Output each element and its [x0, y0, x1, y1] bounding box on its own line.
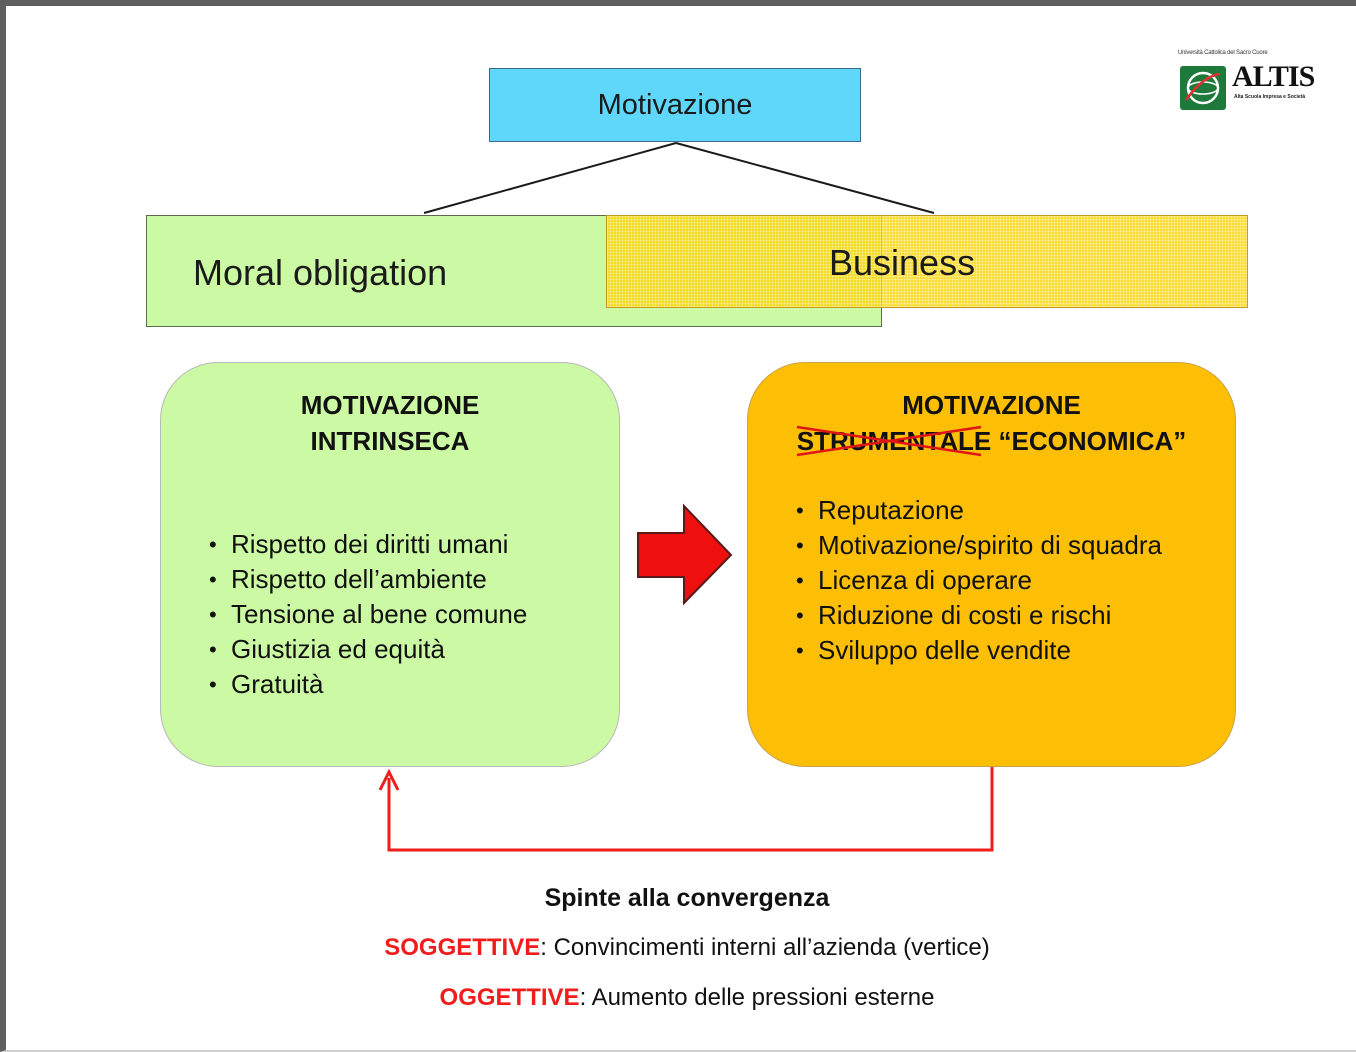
list-item: Licenza di operare — [796, 563, 1162, 598]
intrinsic-card-title: MOTIVAZIONE INTRINSECA — [161, 387, 619, 459]
objective-line: OGGETTIVE: Aumento delle pressioni ester… — [0, 984, 1356, 1012]
economic-card-title: MOTIVAZIONE STRUMENTALE “ECONOMICA” — [748, 387, 1235, 459]
connector-right — [675, 142, 935, 214]
list-item: Tensione al bene comune — [209, 597, 527, 632]
globe-icon — [1180, 66, 1226, 110]
economic-title-line2: STRUMENTALE “ECONOMICA” — [748, 423, 1235, 459]
subjective-line: SOGGETTIVE: Convincimenti interni all’az… — [0, 934, 1356, 962]
subjective-keyword: SOGGETTIVE — [384, 934, 541, 961]
logo-subtitle: Alta Scuola Impresa e Società — [1234, 94, 1306, 100]
list-item: Rispetto dell’ambiente — [209, 562, 527, 597]
economic-title-line1: MOTIVAZIONE — [902, 390, 1081, 420]
replacement-word: “ECONOMICA” — [998, 426, 1187, 456]
subjective-text: : Convincimenti interni all’azienda (ver… — [540, 934, 990, 961]
moral-obligation-label: Moral obligation — [193, 252, 448, 293]
motivation-label: Motivazione — [597, 88, 753, 121]
logo-caption: Università Cattolica del Sacro Cuore — [1178, 50, 1268, 56]
altis-logo: Università Cattolica del Sacro Cuore ALT… — [1178, 50, 1328, 116]
connector-left — [423, 142, 677, 214]
intrinsic-title-line1: MOTIVAZIONE — [300, 390, 480, 420]
business-label: Business — [829, 242, 976, 283]
intrinsic-motivation-card: MOTIVAZIONE INTRINSECA Rispetto dei diri… — [160, 362, 620, 767]
business-band: Business — [606, 215, 1248, 308]
intrinsic-title-line2: INTRINSECA — [310, 426, 470, 456]
objective-keyword: OGGETTIVE — [439, 984, 580, 1011]
motivation-box: Motivazione — [489, 68, 861, 142]
feedback-arrow-line — [387, 767, 994, 852]
logo-name: ALTIS — [1232, 60, 1315, 93]
list-item: Gratuità — [209, 667, 527, 702]
list-item: Giustizia ed equità — [209, 632, 527, 667]
economic-motivation-card: MOTIVAZIONE STRUMENTALE “ECONOMICA” Repu… — [747, 362, 1236, 767]
list-item: Motivazione/spirito di squadra — [796, 528, 1162, 563]
list-item: Rispetto dei diritti umani — [209, 527, 527, 562]
convergence-heading: Spinte alla convergenza — [544, 884, 830, 912]
list-item: Reputazione — [796, 493, 1162, 528]
strike-cross-icon — [796, 425, 981, 457]
list-item: Sviluppo delle vendite — [796, 633, 1162, 668]
list-item: Riduzione di costi e rischi — [796, 598, 1162, 633]
feedback-arrowhead-icon — [378, 768, 400, 791]
intrinsic-list: Rispetto dei diritti umani Rispetto dell… — [209, 527, 527, 702]
right-arrow-icon — [637, 503, 733, 606]
objective-text: : Aumento delle pressioni esterne — [579, 984, 935, 1011]
economic-list: Reputazione Motivazione/spirito di squad… — [796, 493, 1162, 668]
struck-word: STRUMENTALE — [796, 423, 991, 459]
